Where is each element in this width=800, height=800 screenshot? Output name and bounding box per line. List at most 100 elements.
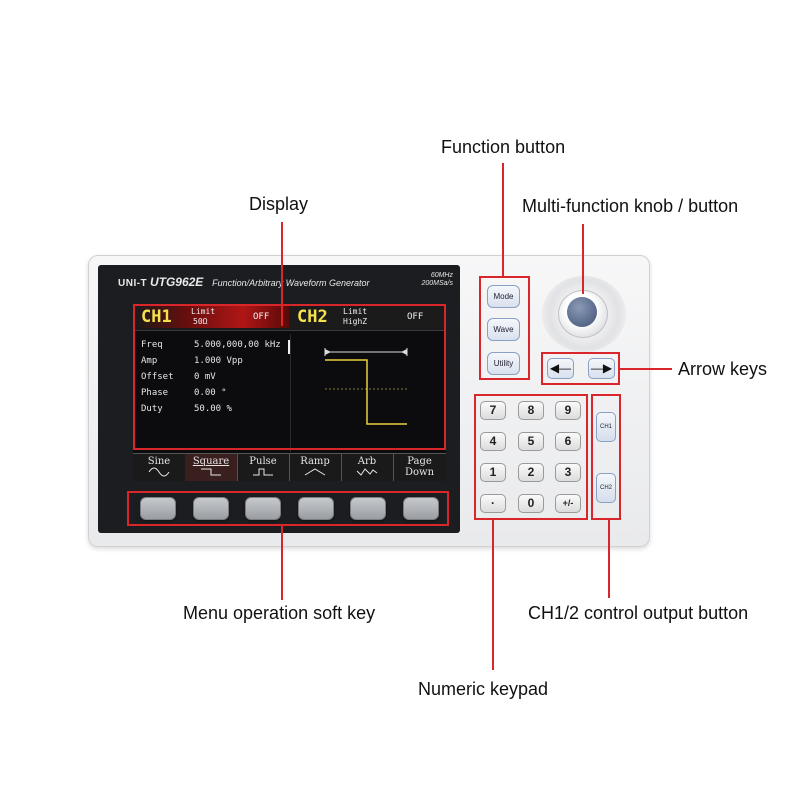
square-wave-preview [324, 348, 409, 425]
function-button-leader [502, 163, 504, 277]
menu-item-page-down[interactable]: Page Down [393, 454, 446, 481]
softkey-5[interactable] [350, 497, 386, 520]
arrow-keys-highlight-box [541, 352, 620, 385]
ch2-output-button[interactable]: CH2 [596, 473, 616, 503]
key-8[interactable]: 8 [518, 401, 544, 420]
softkey-menu: Sine Square Pulse Ramp Arb Page Down [133, 453, 446, 481]
key-decimal[interactable]: · [480, 494, 506, 513]
keypad-highlight-box [474, 394, 588, 520]
menu-item-ramp[interactable]: Ramp [289, 454, 342, 481]
key-1[interactable]: 1 [480, 463, 506, 482]
ch1-name: CH1 [141, 307, 172, 327]
softkey-2[interactable] [193, 497, 229, 520]
param-value: 50.00 % [194, 404, 232, 414]
model-subtitle: Function/Arbitrary Waveform Generator [212, 278, 370, 288]
menu-item-pulse[interactable]: Pulse [237, 454, 290, 481]
menu-item-arb[interactable]: Arb [341, 454, 394, 481]
menu-label: Pulse [249, 456, 277, 467]
knob-cap[interactable] [567, 297, 597, 327]
param-label: Phase [141, 388, 169, 398]
arrow-keys-label: Arrow keys [678, 359, 768, 379]
left-arrow-icon: ◀― [549, 361, 572, 375]
param-label: Offset [141, 372, 174, 382]
key-6[interactable]: 6 [555, 432, 581, 451]
key-plus-minus[interactable]: +/- [555, 494, 581, 513]
brand-bar: UNI-T UTG962E Function/Arbitrary Wavefor… [118, 272, 453, 291]
arrow-keys-leader [620, 368, 672, 370]
right-arrow-button[interactable]: ―▶ [588, 358, 615, 379]
menu-label: Square [192, 456, 230, 467]
menu-label: Sine [147, 456, 171, 467]
ch2-name: CH2 [297, 307, 328, 327]
ch1-output-button[interactable]: CH1 [596, 412, 616, 442]
ch-buttons-highlight-box [591, 394, 621, 520]
brand-logo: UNI-T [118, 278, 148, 289]
param-row-offset[interactable]: Offset 0 mV [141, 372, 291, 388]
key-2[interactable]: 2 [518, 463, 544, 482]
right-arrow-icon: ―▶ [590, 361, 613, 375]
key-4[interactable]: 4 [480, 432, 506, 451]
key-9[interactable]: 9 [555, 401, 581, 420]
menu-label: Ramp [300, 456, 330, 467]
param-label: Duty [141, 404, 163, 414]
param-value: 0 mV [194, 372, 216, 382]
ch-output-label: CH1/2 control output button [528, 603, 749, 623]
ch2-load: HighZ [343, 317, 368, 326]
arb-wave-icon [356, 468, 378, 476]
screen-divider [290, 334, 291, 452]
numeric-keypad-leader [492, 520, 494, 670]
menu-softkey-label: Menu operation soft key [183, 603, 376, 623]
lcd-display: CH1 Limit 50Ω OFF CH2 Limit HighZ OFF Fr… [133, 304, 446, 481]
spec-bandwidth: 60MHz [430, 272, 453, 279]
softkey-4[interactable] [298, 497, 334, 520]
menu-item-square[interactable]: Square [185, 454, 238, 481]
display-label: Display [249, 194, 309, 214]
ch1-load: 50Ω [193, 317, 208, 326]
spec-samplerate: 200MSa/s [421, 280, 453, 287]
cursor-marker [288, 340, 290, 354]
menu-softkey-leader [281, 526, 283, 600]
param-value: 5.000,000,00 kHz [194, 340, 281, 350]
mode-button[interactable]: Mode [487, 285, 520, 308]
pulse-icon [253, 468, 273, 476]
param-row-duty[interactable]: Duty 50.00 % [141, 404, 291, 420]
utility-button[interactable]: Utility [487, 352, 520, 375]
key-3[interactable]: 3 [555, 463, 581, 482]
ch1-state: OFF [253, 312, 270, 322]
param-value: 0.00 ° [194, 388, 227, 398]
softkey-1[interactable] [140, 497, 176, 520]
sine-icon [148, 467, 170, 477]
menu-label: Down [404, 467, 435, 478]
softkey-highlight-box [127, 491, 449, 526]
param-label: Amp [141, 356, 158, 366]
ch2-state: OFF [407, 312, 424, 322]
softkey-6[interactable] [403, 497, 439, 520]
function-button-highlight-box [479, 276, 530, 380]
key-7[interactable]: 7 [480, 401, 506, 420]
menu-label: Page [407, 456, 432, 467]
ch2-status[interactable]: CH2 Limit HighZ OFF [293, 306, 444, 328]
param-label: Freq [141, 340, 163, 350]
ch1-status[interactable]: CH1 Limit 50Ω OFF [135, 306, 289, 328]
param-value: 1.000 Vpp [194, 356, 243, 366]
knob-label: Multi-function knob / button [522, 196, 739, 216]
param-row-amp[interactable]: Amp 1.000 Vpp [141, 356, 291, 372]
param-row-freq[interactable]: Freq 5.000,000,00 kHz [141, 340, 291, 356]
ch2-limit: Limit [343, 307, 368, 316]
channel-status-bar: CH1 Limit 50Ω OFF CH2 Limit HighZ OFF [133, 304, 446, 331]
knob-leader [582, 224, 584, 294]
menu-item-sine[interactable]: Sine [133, 454, 186, 481]
wave-button[interactable]: Wave [487, 318, 520, 341]
softkey-3[interactable] [245, 497, 281, 520]
function-button-label: Function button [441, 137, 566, 157]
display-leader [281, 222, 283, 326]
numeric-keypad-label: Numeric keypad [418, 679, 549, 699]
model-name: UTG962E [149, 275, 204, 289]
left-arrow-button[interactable]: ◀― [547, 358, 574, 379]
param-row-phase[interactable]: Phase 0.00 ° [141, 388, 291, 404]
ch1-limit: Limit [191, 307, 216, 316]
parameter-list: Freq 5.000,000,00 kHz Amp 1.000 Vpp Offset… [141, 340, 291, 420]
key-5[interactable]: 5 [518, 432, 544, 451]
square-wave-icon [201, 468, 221, 476]
key-0[interactable]: 0 [518, 494, 544, 513]
